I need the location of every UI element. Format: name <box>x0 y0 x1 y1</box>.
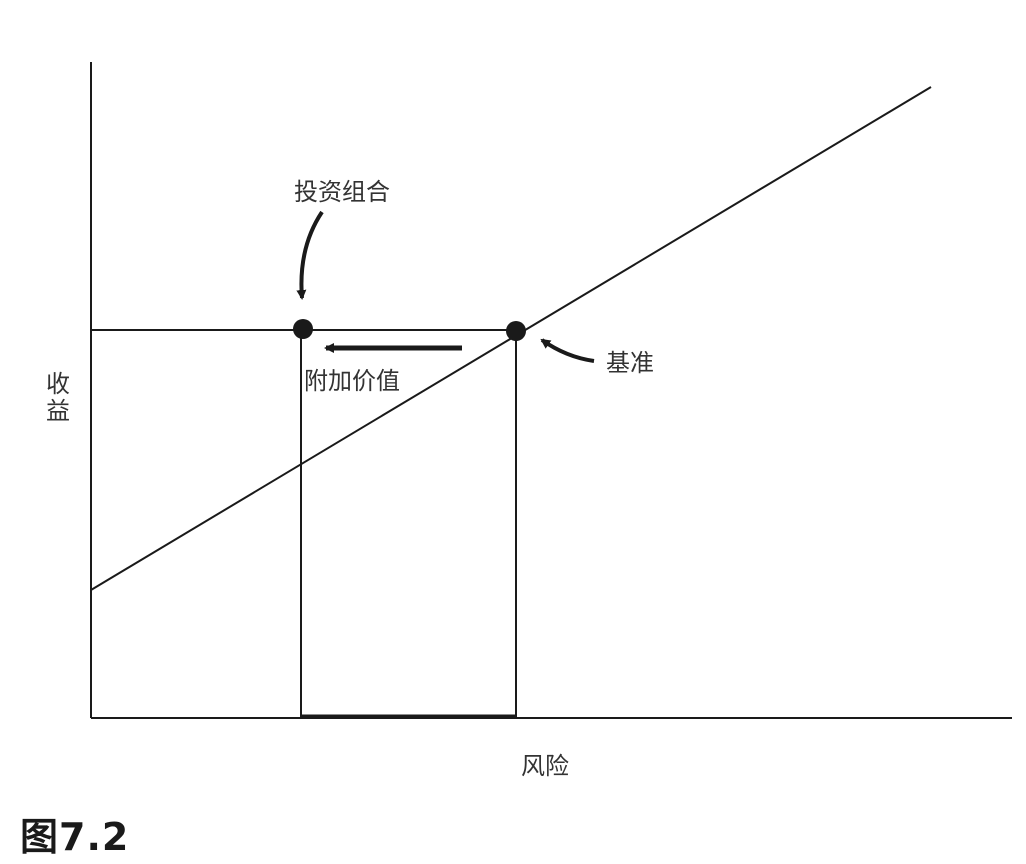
y-axis-label-bottom: 益 <box>46 397 70 425</box>
y-axis-label-top: 收 <box>46 370 70 398</box>
x-axis-label: 风险 <box>521 752 569 780</box>
benchmark-label: 基准 <box>606 349 654 377</box>
portfolio-point <box>293 319 313 339</box>
benchmark-point <box>506 321 526 341</box>
risk-return-diagram: 投资组合 基准 附加价值 收 益 风险 <box>46 62 1012 780</box>
figure-caption: 图7.2 <box>20 815 130 859</box>
portfolio-pointer-arrow <box>296 210 324 300</box>
portfolio-label: 投资组合 <box>294 178 390 206</box>
value-added-label: 附加价值 <box>304 367 400 395</box>
benchmark-pointer-arrow <box>540 338 595 363</box>
